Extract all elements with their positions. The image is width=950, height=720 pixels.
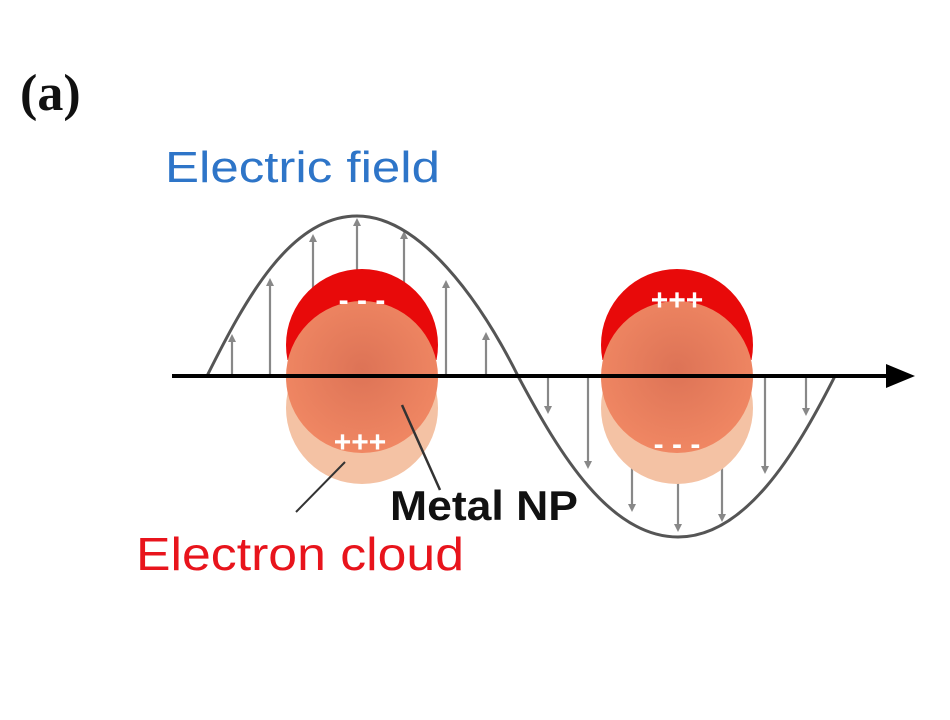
metal-np-label: Metal NP bbox=[390, 482, 578, 529]
charge-bottom-right: - - - bbox=[654, 428, 701, 461]
leader-line-metal-np bbox=[400, 404, 442, 491]
propagation-axis bbox=[172, 364, 915, 388]
electron-cloud-label: Electron cloud bbox=[136, 528, 464, 580]
charge-bottom-left: +++ bbox=[334, 426, 387, 459]
charge-top-right: +++ bbox=[651, 284, 704, 317]
panel-label: (a) bbox=[20, 65, 81, 122]
axis-arrowhead bbox=[886, 364, 915, 388]
leader-line-electron-cloud bbox=[295, 461, 346, 513]
charge-top-left: - - - bbox=[339, 284, 386, 317]
electric-field-label: Electric field bbox=[165, 143, 440, 192]
